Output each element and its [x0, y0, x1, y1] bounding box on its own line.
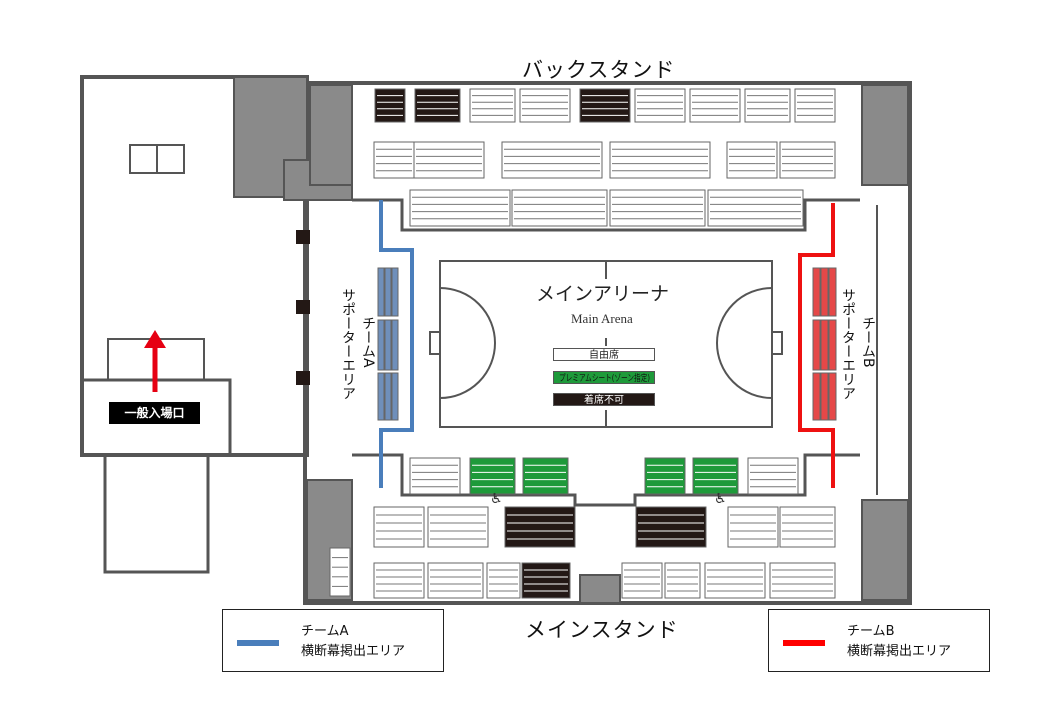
team-a-seat-column	[391, 319, 399, 371]
seat-block	[664, 562, 701, 599]
seat-block	[409, 189, 511, 227]
wheelchair-icon: ♿	[490, 491, 503, 507]
seat-block	[486, 562, 521, 599]
team-a-seat-column	[377, 267, 385, 317]
seat-block	[747, 457, 799, 495]
wheelchair-icon: ♿	[714, 491, 727, 507]
seat-block	[414, 88, 461, 123]
seat-block	[689, 88, 741, 123]
back-stand-label: バックスタンド	[522, 58, 676, 82]
seat-block	[501, 141, 603, 179]
team-b-seat-column	[812, 372, 821, 421]
seat-block	[779, 141, 836, 179]
team-a-area-label: サポーターエリア	[340, 288, 356, 400]
team-b-seat-column	[820, 372, 829, 421]
team-b-banner-line	[798, 203, 835, 488]
arena-title-en: Main Arena	[571, 311, 633, 326]
seat-block	[779, 506, 836, 548]
team-b-seat-column	[828, 267, 837, 317]
arena-title-ja: メインアリーナ	[536, 283, 670, 305]
key-premium-seat: プレミアムシート(ゾーン指定)	[558, 374, 650, 384]
seat-block	[634, 88, 686, 123]
entrance-arrow-icon	[144, 330, 166, 392]
seat-block	[794, 88, 836, 123]
team-a-label: チームA	[360, 316, 376, 368]
seat-block	[511, 189, 608, 227]
seat-block	[522, 457, 569, 495]
team-a-supporter-seats	[377, 267, 399, 421]
seat-block	[373, 141, 415, 179]
team-b-seat-column	[820, 267, 829, 317]
team-b-label: チームB	[860, 316, 876, 368]
seat-block	[635, 506, 707, 548]
seat-block	[727, 506, 779, 548]
seat-block	[726, 141, 778, 179]
seat-block	[329, 547, 351, 597]
seat-block	[609, 189, 706, 227]
seat-block	[692, 457, 739, 495]
seat-block	[469, 88, 516, 123]
team-a-seat-column	[384, 372, 392, 421]
legend-team-b-swatch	[783, 640, 825, 646]
team-a-seat-column	[384, 319, 392, 371]
team-b-seat-column	[820, 319, 829, 371]
team-a-seat-column	[384, 267, 392, 317]
team-b-seat-column	[828, 319, 837, 371]
legend-team-a-desc: 横断幕掲出エリア	[301, 644, 406, 659]
seat-block	[744, 88, 791, 123]
legend-team-b: チームB 横断幕掲出エリア	[768, 609, 990, 672]
team-b-area-label: サポーターエリア	[840, 288, 856, 400]
legend-team-b-desc: 横断幕掲出エリア	[847, 644, 952, 659]
seat-block	[373, 506, 425, 548]
legend-team-a: チームA 横断幕掲出エリア	[222, 609, 444, 672]
seat-block	[704, 562, 766, 599]
key-no-seating: 着席不可	[553, 393, 655, 406]
legend-team-a-team: チームA	[301, 624, 349, 639]
team-b-seat-column	[812, 319, 821, 371]
seat-block	[504, 506, 576, 548]
seat-block	[644, 457, 686, 495]
key-free-seat: 自由席	[553, 348, 655, 361]
legend-team-b-team: チームB	[847, 624, 895, 639]
entrance-stairs	[103, 453, 210, 574]
seat-block	[621, 562, 663, 599]
seat-block	[519, 88, 571, 123]
seat-block	[374, 88, 406, 123]
main-stand-label: メインスタンド	[525, 618, 679, 642]
seat-block	[521, 562, 571, 599]
team-a-seat-column	[391, 267, 399, 317]
team-a-seat-column	[377, 319, 385, 371]
seat-block	[373, 562, 425, 599]
seat-block	[409, 457, 461, 495]
seat-block	[427, 506, 489, 548]
legend-team-a-swatch	[237, 640, 279, 646]
seat-block	[427, 562, 484, 599]
team-a-seat-column	[391, 372, 399, 421]
seat-block	[707, 189, 804, 227]
team-b-seat-column	[828, 372, 837, 421]
team-b-seat-column	[812, 267, 821, 317]
seat-block	[413, 141, 485, 179]
seat-block	[469, 457, 516, 495]
seat-block	[769, 562, 836, 599]
key-premium-seat-box: プレミアムシート(ゾーン指定)	[553, 371, 655, 384]
team-b-supporter-seats	[812, 267, 837, 421]
seat-block	[579, 88, 631, 123]
team-a-banner-line	[379, 200, 414, 488]
seat-block	[609, 141, 711, 179]
team-a-seat-column	[377, 372, 385, 421]
general-entrance-label: 一般入場口	[109, 402, 200, 424]
